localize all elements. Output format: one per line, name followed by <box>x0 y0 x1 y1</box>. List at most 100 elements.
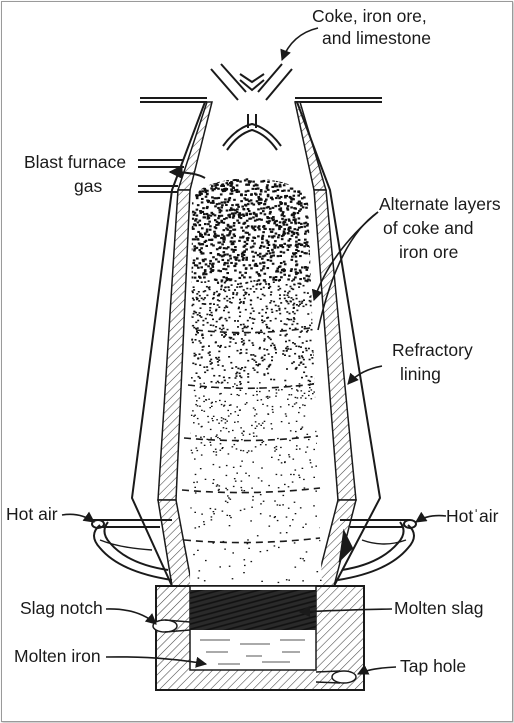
burden-speckle <box>193 311 196 313</box>
burden-speckle <box>243 508 246 510</box>
burden-speckle <box>276 185 279 188</box>
burden-speckle <box>186 368 188 370</box>
burden-speckle <box>287 302 290 305</box>
burden-speckle <box>207 280 210 282</box>
burden-speckle <box>289 269 293 272</box>
burden-speckle <box>193 481 195 484</box>
burden-speckle <box>293 212 296 215</box>
burden-speckle <box>213 230 216 233</box>
burden-speckle <box>252 227 255 230</box>
burden-speckle <box>232 222 236 225</box>
burden-speckle <box>279 244 282 247</box>
burden-speckle <box>295 345 298 347</box>
burden-speckle <box>301 206 305 209</box>
burden-speckle <box>219 246 222 249</box>
burden-speckle <box>271 262 275 265</box>
burden-speckle <box>259 390 261 393</box>
burden-speckle <box>199 187 202 190</box>
burden-speckle <box>232 228 235 231</box>
burden-speckle <box>305 274 309 277</box>
burden-speckle <box>280 214 284 217</box>
burden-speckle <box>227 199 231 202</box>
burden-speckle <box>289 285 292 288</box>
burden-speckle <box>256 425 258 427</box>
burden-speckle <box>313 313 315 315</box>
burden-speckle <box>288 274 291 277</box>
burden-speckle <box>305 331 308 333</box>
burden-speckle <box>276 267 280 270</box>
burden-speckle <box>317 406 320 408</box>
burden-speckle <box>311 311 314 314</box>
burden-speckle <box>225 474 228 477</box>
burden-speckle <box>217 282 220 284</box>
burden-speckle <box>200 436 202 438</box>
burden-speckle <box>304 397 307 399</box>
burden-speckle <box>298 200 301 203</box>
burden-speckle <box>220 392 222 395</box>
burden-speckle <box>231 578 234 580</box>
burden-speckle <box>193 415 195 417</box>
burden-speckle <box>226 200 230 203</box>
burden-speckle <box>222 238 225 241</box>
burden-speckle <box>191 290 194 292</box>
burden-speckle <box>234 480 237 482</box>
burden-speckle <box>252 499 254 501</box>
burden-speckle <box>314 312 317 314</box>
burden-speckle <box>203 382 205 384</box>
burden-speckle <box>230 261 233 264</box>
burden-speckle <box>250 354 253 356</box>
burden-speckle <box>199 383 202 385</box>
burden-speckle <box>298 336 301 338</box>
burden-speckle <box>248 233 251 236</box>
burden-speckle <box>275 389 277 391</box>
burden-speckle <box>222 418 225 420</box>
burden-speckle <box>195 197 199 200</box>
burden-speckle <box>299 192 302 195</box>
burden-speckle <box>271 456 273 458</box>
burden-speckle <box>240 301 242 303</box>
burden-speckle <box>279 532 282 534</box>
burden-speckle <box>259 212 263 215</box>
burden-speckle <box>300 330 303 332</box>
burden-speckle <box>217 489 220 491</box>
burden-speckle <box>310 389 313 391</box>
burden-speckle <box>252 285 255 288</box>
burden-speckle <box>193 276 197 279</box>
burden-speckle <box>312 301 314 304</box>
burden-speckle <box>259 444 262 446</box>
burden-speckle <box>201 346 204 348</box>
burden-speckle <box>203 187 207 190</box>
burden-speckle <box>292 198 295 201</box>
burden-speckle <box>265 323 268 326</box>
burden-speckle <box>316 347 319 350</box>
burden-speckle <box>190 339 193 341</box>
burden-speckle <box>316 255 319 258</box>
burden-speckle <box>185 314 187 316</box>
burden-speckle <box>210 243 213 246</box>
burden-speckle <box>254 427 257 429</box>
burden-speckle <box>190 321 192 324</box>
burden-speckle <box>265 305 268 308</box>
burden-speckle <box>237 283 239 285</box>
burden-speckle <box>308 201 312 204</box>
burden-speckle <box>270 217 273 220</box>
burden-speckle <box>310 376 313 378</box>
burden-speckle <box>185 343 187 345</box>
burden-speckle <box>241 274 244 277</box>
burden-speckle <box>266 307 269 310</box>
burden-speckle <box>245 326 248 329</box>
burden-speckle <box>211 189 215 192</box>
burden-speckle <box>265 396 268 398</box>
burden-speckle <box>307 347 310 350</box>
burden-speckle <box>283 228 286 231</box>
burden-speckle <box>285 347 288 350</box>
burden-speckle <box>275 352 277 354</box>
burden-speckle <box>218 350 221 353</box>
burden-speckle <box>274 304 277 307</box>
burden-speckle <box>239 298 241 301</box>
burden-speckle <box>218 485 221 487</box>
burden-speckle <box>228 431 230 433</box>
burden-speckle <box>299 303 302 306</box>
burden-speckle <box>290 221 293 224</box>
burden-speckle <box>211 213 215 216</box>
